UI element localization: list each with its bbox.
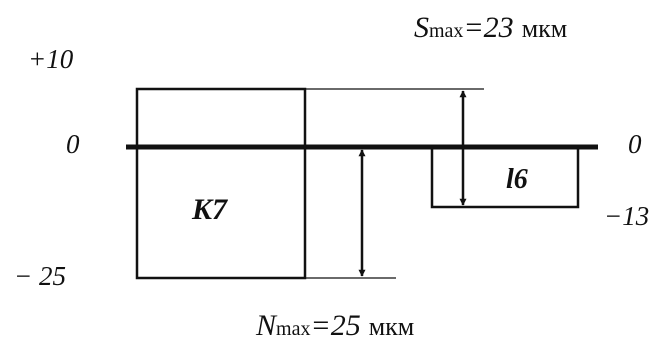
smax-label: Smax=23 мкм [414, 11, 567, 44]
axis-label-zero-left: 0 [66, 129, 80, 159]
axis-label-zero-right: 0 [628, 129, 642, 159]
nmax-label: Nmax=25 мкм [255, 309, 414, 342]
smax-value: =23 [463, 11, 513, 44]
shaft-zone-label: l6 [506, 164, 528, 195]
hole-tolerance-zone-k7 [135, 87, 307, 280]
axis-label-plus-10: +10 [28, 44, 74, 74]
smax-unit: мкм [522, 14, 568, 43]
hole-zone-label: K7 [191, 193, 228, 226]
axis-label-minus-25: − 25 [14, 261, 66, 291]
smax-symbol: S [414, 11, 429, 44]
nmax-value: =25 [310, 309, 360, 342]
nmax-unit: мкм [369, 312, 415, 341]
smax-subscript: max [429, 20, 463, 42]
shaft-tolerance-zone-l6 [430, 145, 580, 209]
axis-label-minus-13: −13 [604, 201, 649, 231]
nmax-subscript: max [276, 318, 310, 340]
nmax-symbol: N [255, 309, 278, 342]
